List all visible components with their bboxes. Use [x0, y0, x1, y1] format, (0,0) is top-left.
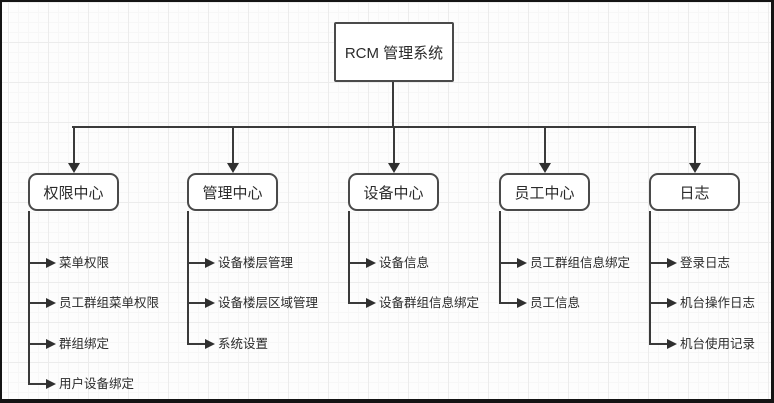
leaf-connector-line	[649, 343, 667, 345]
leaf-item-label: 用户设备绑定	[59, 377, 135, 391]
down-arrowhead-icon-permission-center	[68, 163, 80, 173]
right-arrowhead-icon	[366, 258, 376, 268]
leaf-connector-line	[499, 262, 517, 264]
right-arrowhead-icon	[46, 339, 56, 349]
branch-node-label: 员工中心	[514, 184, 575, 202]
down-arrowhead-icon-management-center	[227, 163, 239, 173]
leaf-connector-line	[348, 302, 366, 304]
drop-line-employee-center	[544, 126, 546, 163]
root-stem-line	[392, 82, 394, 127]
down-arrowhead-icon-logs	[689, 163, 701, 173]
branch-node-label: 设备中心	[363, 184, 424, 202]
root-node-label: RCM 管理系统	[344, 44, 444, 62]
drop-line-device-center	[393, 126, 395, 163]
leaf-item-label: 机台使用记录	[680, 337, 756, 351]
leaf-item-label: 设备楼层区域管理	[218, 296, 319, 310]
down-arrowhead-icon-employee-center	[539, 163, 551, 173]
right-arrowhead-icon	[667, 339, 677, 349]
leaf-connector-line	[28, 262, 46, 264]
branch-node-label: 日志	[679, 184, 710, 202]
spine-line-management-center	[187, 211, 189, 345]
connector-horizontal-line	[72, 126, 695, 128]
drop-line-permission-center	[73, 126, 75, 163]
leaf-item-label: 员工群组信息绑定	[530, 256, 631, 270]
leaf-connector-line	[28, 302, 46, 304]
leaf-connector-line	[187, 343, 205, 345]
leaf-item-label: 设备信息	[379, 256, 430, 270]
right-arrowhead-icon	[46, 298, 56, 308]
right-arrowhead-icon	[667, 298, 677, 308]
right-arrowhead-icon	[205, 298, 215, 308]
spine-line-device-center	[348, 211, 350, 304]
spine-line-permission-center	[28, 211, 30, 385]
leaf-connector-line	[649, 302, 667, 304]
branch-node-management-center: 管理中心	[187, 173, 278, 211]
leaf-item-label: 登录日志	[680, 256, 731, 270]
right-arrowhead-icon	[517, 258, 527, 268]
branch-node-label: 管理中心	[202, 184, 263, 202]
leaf-item-label: 机台操作日志	[680, 296, 756, 310]
drop-line-management-center	[232, 126, 234, 163]
leaf-item-label: 员工信息	[530, 296, 581, 310]
spine-line-employee-center	[499, 211, 501, 304]
right-arrowhead-icon	[517, 298, 527, 308]
leaf-item-label: 设备楼层管理	[218, 256, 294, 270]
leaf-connector-line	[187, 262, 205, 264]
leaf-item-label: 员工群组菜单权限	[59, 296, 160, 310]
branch-node-employee-center: 员工中心	[499, 173, 590, 211]
leaf-connector-line	[649, 262, 667, 264]
leaf-connector-line	[348, 262, 366, 264]
leaf-connector-line	[28, 383, 46, 385]
root-node: RCM 管理系统	[334, 22, 454, 82]
leaf-connector-line	[499, 302, 517, 304]
leaf-item-label: 系统设置	[218, 337, 269, 351]
branch-node-device-center: 设备中心	[348, 173, 439, 211]
right-arrowhead-icon	[46, 379, 56, 389]
branch-node-permission-center: 权限中心	[28, 173, 119, 211]
spine-line-logs	[649, 211, 651, 345]
right-arrowhead-icon	[667, 258, 677, 268]
right-arrowhead-icon	[205, 339, 215, 349]
branch-node-logs: 日志	[649, 173, 740, 211]
right-arrowhead-icon	[46, 258, 56, 268]
leaf-item-label: 群组绑定	[59, 337, 110, 351]
leaf-item-label: 设备群组信息绑定	[379, 296, 480, 310]
leaf-item-label: 菜单权限	[59, 256, 110, 270]
leaf-connector-line	[28, 343, 46, 345]
right-arrowhead-icon	[366, 298, 376, 308]
drop-line-logs	[694, 126, 696, 163]
branch-node-label: 权限中心	[43, 184, 104, 202]
right-arrowhead-icon	[205, 258, 215, 268]
leaf-connector-line	[187, 302, 205, 304]
down-arrowhead-icon-device-center	[388, 163, 400, 173]
